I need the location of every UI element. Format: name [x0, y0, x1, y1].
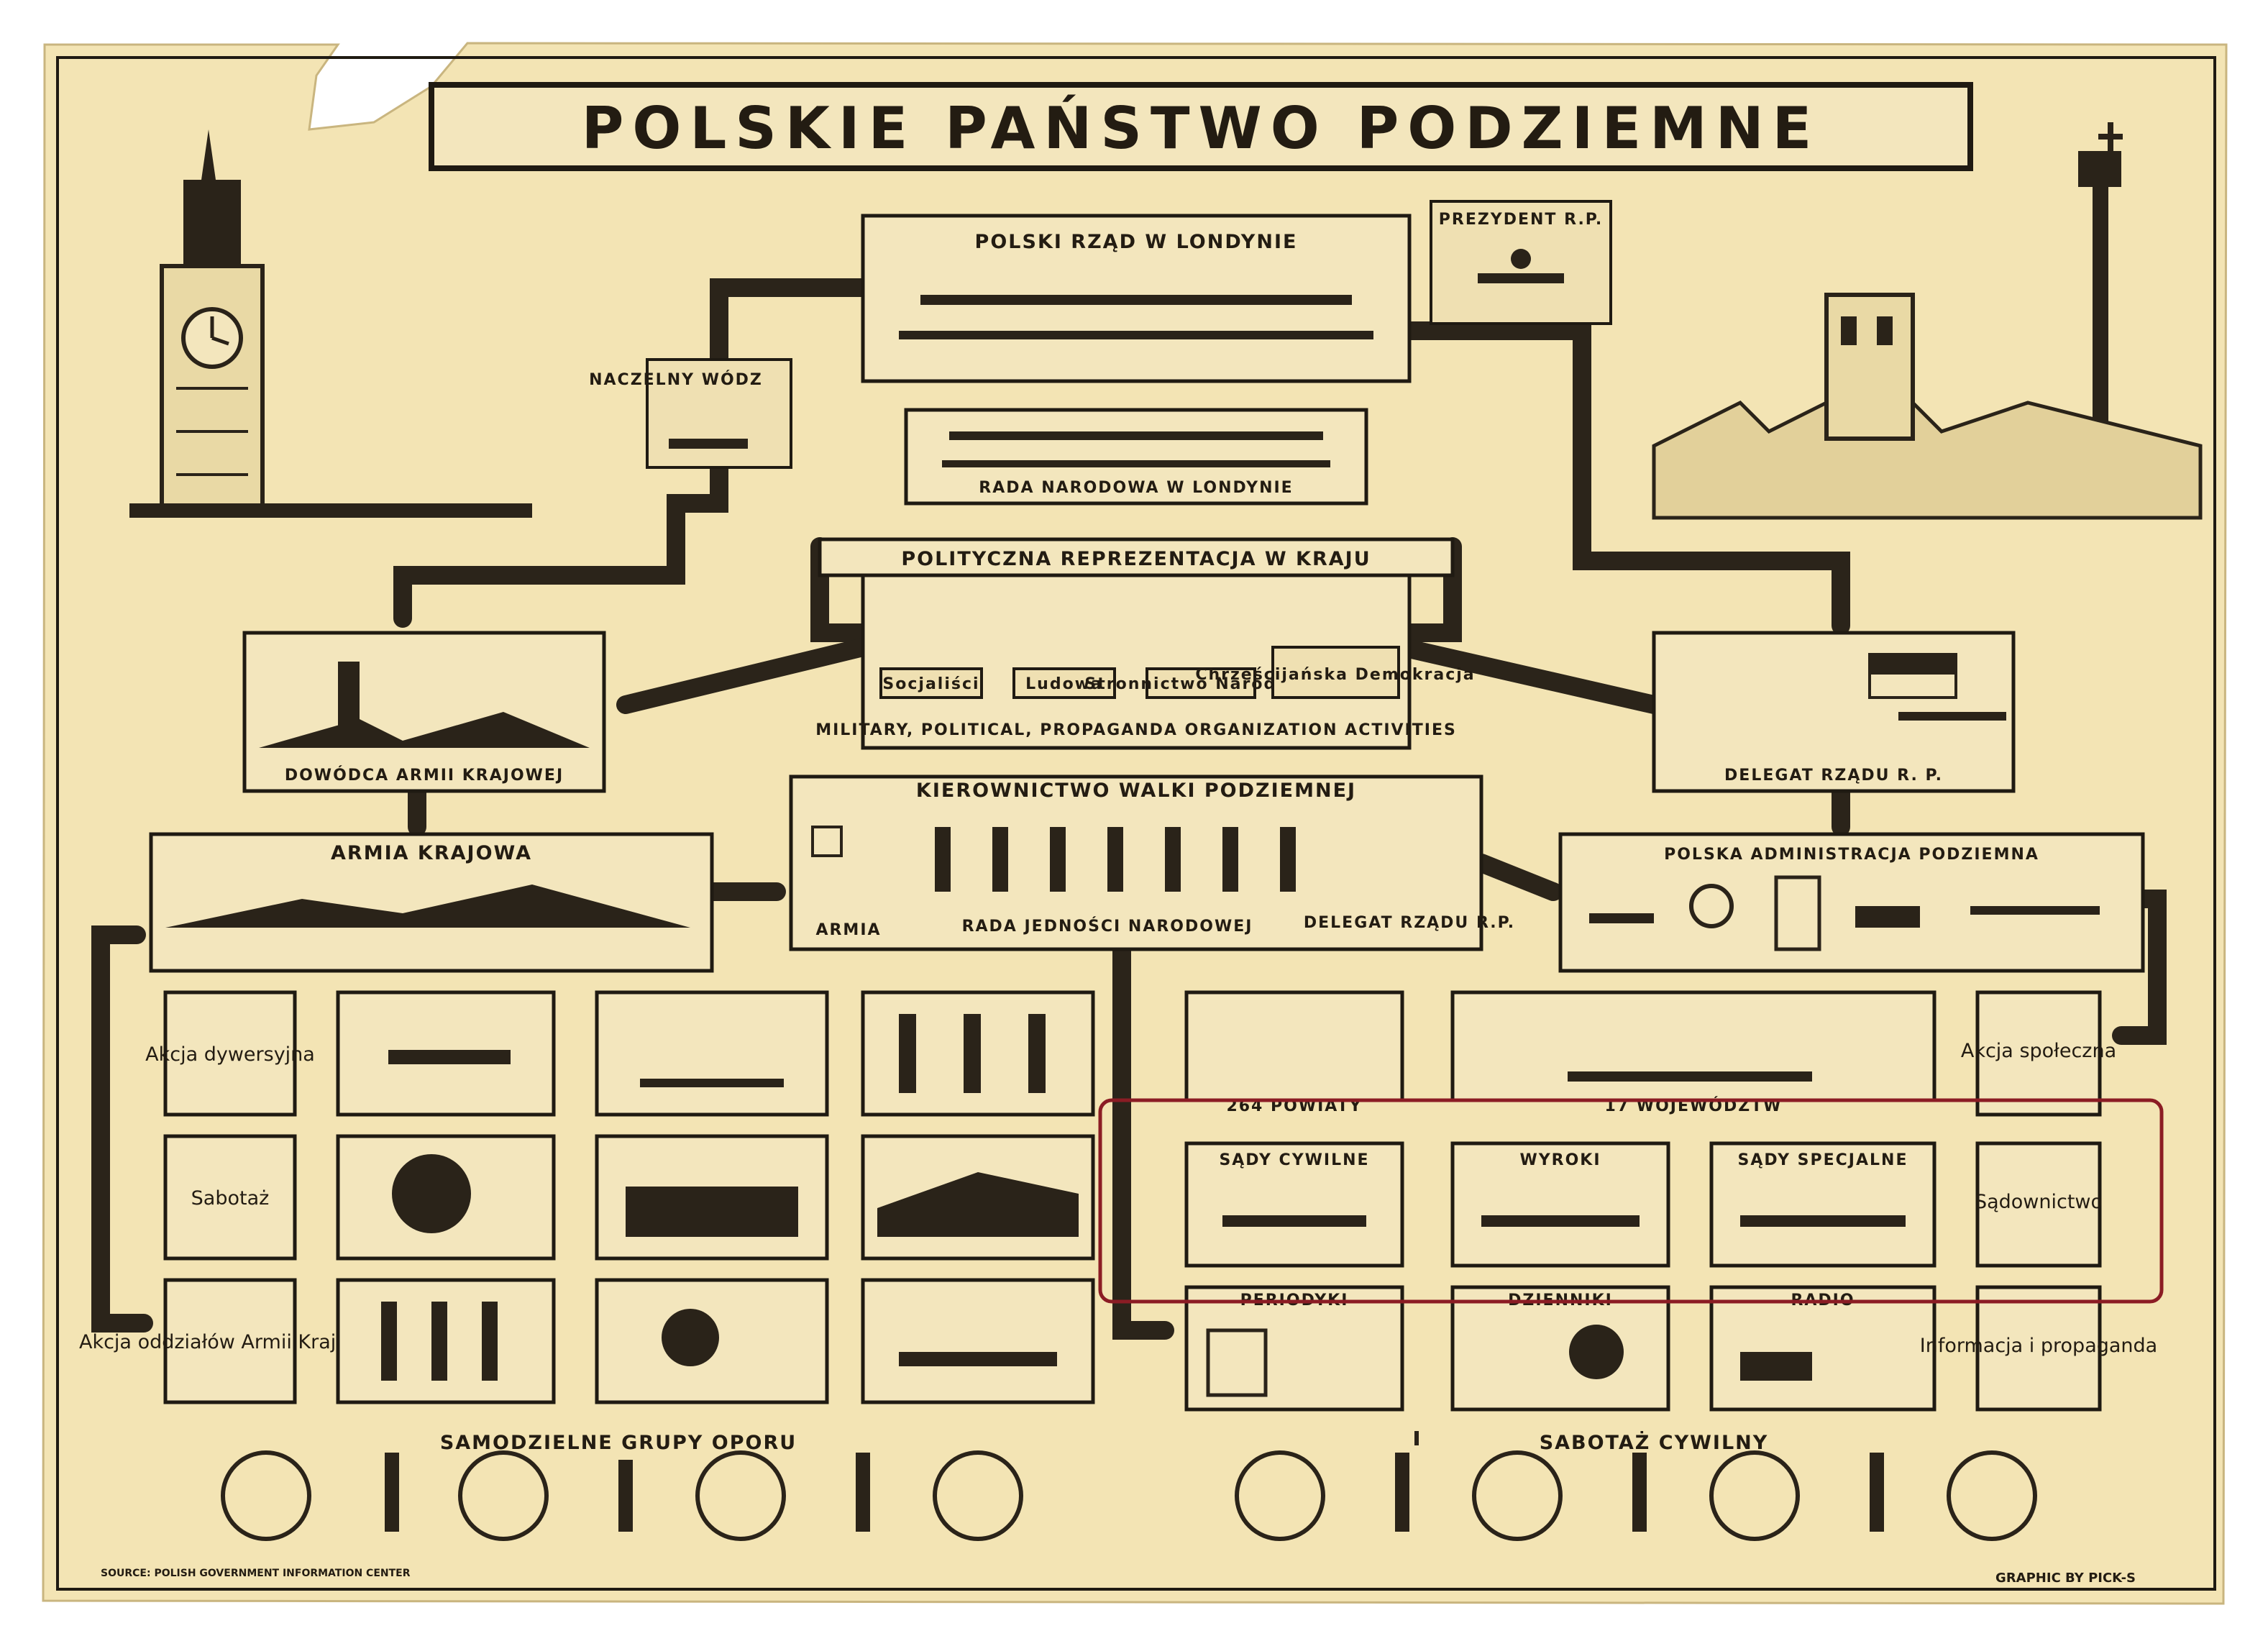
desk-icon	[1589, 913, 1654, 923]
party-label-1: Socjaliści	[882, 675, 979, 693]
farmer-figure-icon	[1632, 1453, 1647, 1532]
commander-desk-icon	[669, 439, 748, 449]
military-action-label-1: Akcja dywersyjna	[145, 1043, 315, 1066]
court-label-2: WYROKI	[1519, 1151, 1601, 1169]
national-council-label: RADA NARODOWA W LONDYNIE	[979, 479, 1293, 497]
office-table-icon	[1970, 906, 2100, 915]
resistance-man-icon	[856, 1453, 870, 1532]
civil-side-label-3: Informacja i propaganda	[1920, 1335, 2157, 1357]
worker-figure-icon	[1395, 1453, 1409, 1532]
government-delegate-label: DELEGAT RZĄDU R. P.	[1724, 767, 1943, 785]
graphic-credit: GRAPHIC BY PICK-S	[1995, 1571, 2136, 1586]
military-action-label-2: Sabotaż	[191, 1187, 270, 1210]
bottom-right-label: SABOTAŻ CYWILNY	[1540, 1431, 1769, 1454]
leadership-delegate-label: DELEGAT RZĄDU R.P.	[1304, 914, 1515, 932]
political-representation-title: POLITYCZNA REPREZENTACJA W KRAJU	[901, 548, 1371, 570]
administration-label: POLSKA ADMINISTRACJA PODZIEMNA	[1664, 846, 2039, 864]
woman-figure-icon	[618, 1460, 633, 1532]
leadership-army-label: ARMIA	[815, 921, 881, 939]
party-label-4: Chrześcijańska Demokracja	[1195, 666, 1475, 684]
leadership-council-label: RADA JEDNOŚCI NARODOWEJ	[962, 917, 1253, 936]
president-desk-icon	[1478, 273, 1564, 283]
court-label-1: SĄDY CYWILNE	[1219, 1151, 1369, 1169]
typewriter-icon	[1855, 906, 1920, 928]
government-london-label: POLSKI RZĄD W LONDYNIE	[975, 231, 1298, 253]
source-credit: SOURCE: POLISH GOVERNMENT INFORMATION CE…	[101, 1568, 411, 1579]
party-socialists: Socjaliści	[881, 669, 982, 698]
court-label-3: SĄDY SPECJALNE	[1738, 1151, 1908, 1169]
poster-title: POLSKIE PAŃSTWO PODZIEMNE	[582, 94, 1821, 162]
woman-civilian-icon	[1870, 1453, 1884, 1532]
radio-icon	[1740, 1352, 1812, 1381]
civil-side-label-1: Akcja społeczna	[1961, 1040, 2116, 1062]
military-action-label-3: Akcja oddziałów Armii Krajowej	[79, 1331, 381, 1353]
activities-caption: MILITARY, POLITICAL, PROPAGANDA ORGANIZA…	[815, 721, 1457, 739]
home-army-commander-label: DOWÓDCA ARMII KRAJOWEJ	[285, 766, 564, 785]
council-benches-icon	[949, 431, 1323, 440]
man-figure-icon	[385, 1453, 399, 1532]
home-army-label: ARMIA KRAJOWA	[331, 842, 532, 864]
president-label: PREZYDENT R.P.	[1439, 211, 1604, 229]
printing-press-icon	[1569, 1325, 1624, 1379]
leadership-title: KIEROWNICTWO WALKI PODZIEMNEJ	[916, 780, 1356, 802]
civil-side-label-2: Sądownictwo	[1975, 1191, 2103, 1213]
commander-label: NACZELNY WÓDZ	[589, 370, 763, 389]
